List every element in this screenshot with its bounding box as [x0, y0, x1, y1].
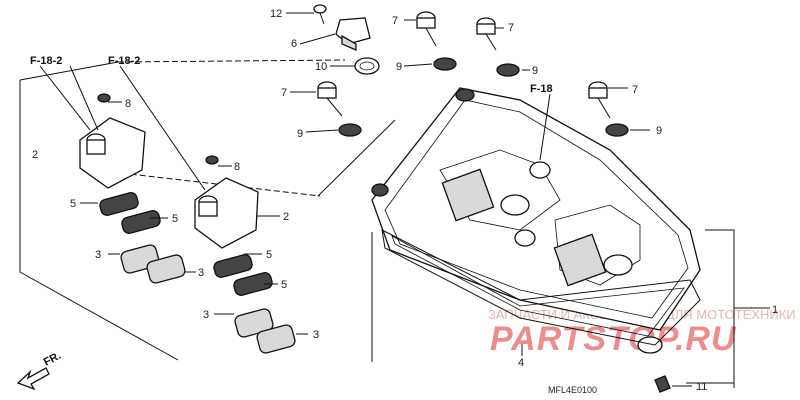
washer-icon — [338, 123, 362, 137]
callout-5-a: 5 — [70, 198, 76, 210]
direction-label: FR. — [42, 350, 63, 369]
callout-6: 6 — [291, 38, 297, 50]
callout-5-c: 5 — [266, 249, 272, 261]
coil-icon — [79, 93, 146, 189]
callout-numbers: 12 6 10 7 7 9 9 7 9 7 9 8 8 2 2 5 5 5 5 … — [32, 8, 778, 393]
coil-icon — [194, 155, 259, 249]
callout-2-b: 2 — [283, 211, 289, 223]
watermark-logo: PARTSTOP.RU — [490, 320, 737, 358]
washer-icon — [605, 123, 629, 137]
washer-icon — [433, 57, 457, 71]
cover-gasket — [381, 229, 701, 346]
callout-3-c: 3 — [203, 309, 209, 321]
bolt-icon — [416, 11, 437, 47]
washer-icon — [496, 63, 520, 77]
leader-lines — [39, 12, 692, 387]
callout-7-d: 7 — [632, 84, 638, 96]
arrow-icon — [16, 367, 50, 391]
front-direction-arrow: FR. — [16, 350, 63, 391]
callout-9-c: 9 — [297, 128, 303, 140]
bolt-icon — [317, 81, 343, 117]
callout-4: 4 — [518, 357, 524, 369]
callout-7-c: 7 — [281, 87, 287, 99]
reference-labels: F-18-2 F-18-2 F-18 — [30, 55, 553, 95]
callout-9-d: 9 — [656, 125, 662, 137]
callout-8-b: 8 — [234, 161, 240, 173]
bolt-icon — [476, 17, 497, 51]
callout-9-b: 9 — [532, 65, 538, 77]
callout-7-a: 7 — [392, 15, 398, 27]
bolt-icon — [97, 93, 111, 103]
seal-ring-icon — [354, 57, 380, 75]
sensor-icon — [335, 17, 371, 51]
bolt-icon — [588, 81, 611, 119]
ref-f18-2-right: F-18-2 — [108, 55, 140, 67]
callout-8-a: 8 — [125, 98, 131, 110]
plug-seals — [99, 192, 273, 296]
bolt-icon — [313, 4, 327, 25]
watermark: ЗАПЧАСТИ И АКСЕССУАРЫ ДЛЯ МОТОТЕХНИКИ PA… — [488, 307, 796, 358]
group-frames — [19, 59, 770, 388]
grommet-icon — [654, 375, 671, 393]
callout-1: 1 — [772, 304, 778, 316]
callout-12: 12 — [270, 8, 282, 20]
callout-3-a: 3 — [95, 249, 101, 261]
callout-3-d: 3 — [313, 329, 319, 341]
callout-5-b: 5 — [172, 213, 178, 225]
callout-10: 10 — [315, 61, 327, 73]
diagram-code: MFL4E0100 — [548, 385, 597, 395]
callout-11: 11 — [696, 381, 707, 393]
callout-5-d: 5 — [281, 279, 287, 291]
ref-f18: F-18 — [530, 83, 553, 95]
callout-7-b: 7 — [508, 22, 514, 34]
callout-9-a: 9 — [396, 61, 402, 73]
fasteners — [313, 4, 671, 393]
ignition-coils — [79, 93, 259, 249]
spring-holders — [120, 244, 296, 354]
ref-f18-2-left: F-18-2 — [30, 55, 62, 67]
callout-3-b: 3 — [198, 267, 204, 279]
callout-2-a: 2 — [32, 149, 38, 161]
bolt-icon — [205, 155, 219, 165]
